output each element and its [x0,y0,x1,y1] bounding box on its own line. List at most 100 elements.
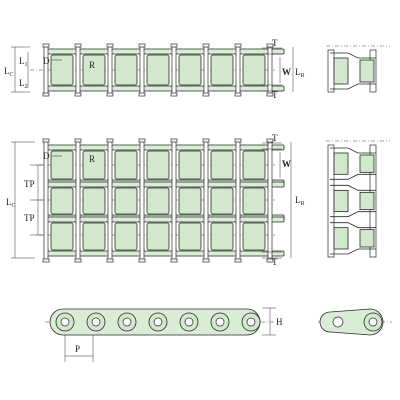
pin-head-top [266,43,274,48]
side-roller-left [333,57,349,85]
pin [267,140,273,261]
elev-pin [215,317,225,327]
roller [178,54,202,86]
side-roller-left [333,227,349,250]
pin-head-bottom [106,258,114,263]
roller [242,187,266,215]
label-t-triplex-top: T [272,133,278,143]
label-w-simplex: W [282,67,291,77]
pin [107,140,113,261]
pin-head-bottom [74,258,82,263]
roller [178,187,202,215]
roller [178,222,202,251]
side-roller [359,59,375,83]
pin-head-top [106,43,114,48]
label-t-simplex-bottom: T [272,90,278,100]
chain-end-view [318,308,392,336]
pin-head-bottom [202,258,210,263]
label-tp-lower: TP [24,213,35,223]
pin-head-top [170,43,178,48]
elev-pin [153,317,163,327]
simplex-side-view [326,45,390,93]
roller [210,54,234,86]
roller [50,187,74,215]
roller [114,187,138,215]
pin [75,45,81,95]
label-tp-upper: TP [24,179,35,189]
label-lc-simplex: LC [4,66,14,78]
roller [82,54,106,86]
label-d-triplex: D [43,151,50,161]
link-plate-top [45,181,285,188]
chain-elevation-view [45,308,275,336]
label-r-simplex: R [89,60,95,70]
pin-head-top [234,138,242,143]
pin-head-top [170,138,178,143]
simplex-dimensions: LC L1 L2 D R T T W LR [4,38,305,100]
pin [267,45,273,95]
label-p: P [75,344,80,354]
pin [139,140,145,261]
pin-head-top [74,43,82,48]
side-roller-left [333,152,349,175]
pin-head-top [266,138,274,143]
elev-pin [60,317,70,327]
label-l1: L1 [19,56,28,68]
roller [50,54,74,86]
pin-head-bottom [170,92,178,97]
roller [82,222,106,251]
pin [203,45,209,95]
pin [139,45,145,95]
label-lr-triplex: LR [295,195,305,207]
side-plate-edge-bottom [330,248,376,255]
label-lc-triplex: LC [6,197,16,209]
roller [210,222,234,251]
pin-head-top [202,43,210,48]
roller [114,54,138,86]
roller [50,150,74,180]
roller [242,54,266,86]
elev-pin [246,317,256,327]
roller [82,187,106,215]
roller [210,150,234,180]
roller [146,187,170,215]
pin-head-bottom [42,92,50,97]
pin-head-bottom [202,92,210,97]
pin [171,140,177,261]
triplex-side-view [326,140,390,258]
label-h: H [276,317,283,327]
roller [242,150,266,180]
pin [43,45,49,95]
link-plate-bottom [45,250,285,257]
side-plate-edge-top [330,52,376,59]
triplex-top-view [30,138,285,263]
pin [75,140,81,261]
roller [50,222,74,251]
pin-head-bottom [138,92,146,97]
pin-head-bottom [42,258,50,263]
pin-head-bottom [170,258,178,263]
roller [210,187,234,215]
elevation-dimensions: H P [64,307,283,362]
roller [82,150,106,180]
roller [146,54,170,86]
roller [114,150,138,180]
roller [242,222,266,251]
triplex-dimensions: LC TP TP D R T T W LR [6,133,305,267]
pin-head-bottom [266,258,274,263]
side-roller-left [333,189,349,213]
side-plate-edge-bottom [330,211,376,218]
pin-head-top [106,138,114,143]
side-plate-edge-top [330,184,376,191]
pin-head-bottom [234,92,242,97]
pin-head-top [42,43,50,48]
label-lr-simplex: LR [295,67,305,79]
label-r-triplex: R [89,154,95,164]
link-plate-top [45,48,285,55]
pin [235,140,241,261]
label-d-simplex: D [43,56,50,66]
link-plate-top [45,216,285,223]
label-w-triplex: W [282,159,291,169]
